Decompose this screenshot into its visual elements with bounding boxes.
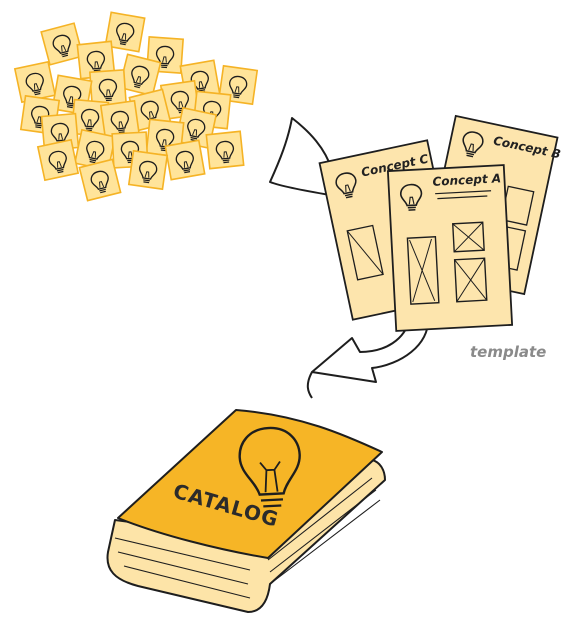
concept-sheet-a: Concept A	[388, 165, 512, 331]
catalog-book: CATALOG	[107, 410, 385, 612]
idea-sticky-notes	[15, 12, 257, 200]
template-label: template	[470, 343, 546, 361]
concept-sheets: Concept C Concept B Concept A	[320, 116, 564, 331]
